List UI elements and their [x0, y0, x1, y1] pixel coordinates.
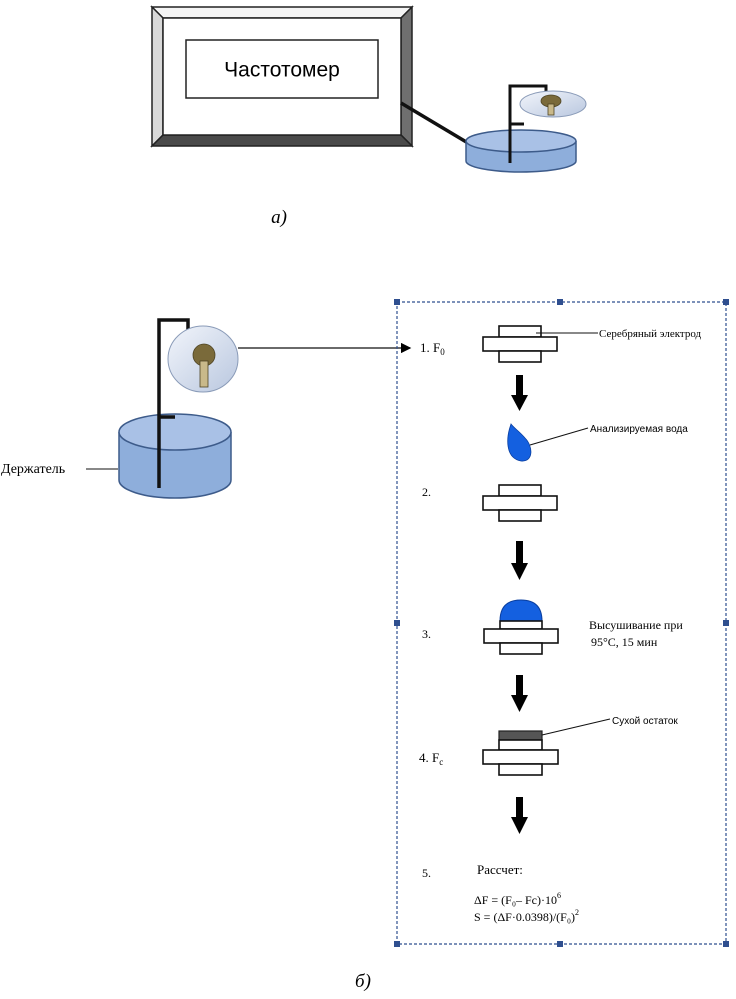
- holder-small: [466, 86, 586, 172]
- analyzed-water-label: Анализируемая вода: [590, 424, 688, 435]
- down-arrow-3: [511, 675, 528, 712]
- holder-label: Держатель: [1, 462, 65, 477]
- device-label: Частотомер: [224, 59, 340, 82]
- formula-line-2: S = (ΔF·0.0398)/(F₀)2: [474, 908, 579, 924]
- water-leader: [530, 428, 588, 445]
- dry-residue-layer: [499, 731, 542, 740]
- caption-a: а): [271, 207, 287, 228]
- step-4-label: 4. Fc: [419, 750, 443, 767]
- dry-residue-label: Сухой остаток: [612, 716, 678, 727]
- step-1-label: 1. F0: [420, 340, 445, 357]
- down-arrow-4: [511, 797, 528, 834]
- quartz-resonator-1: [483, 326, 557, 362]
- calculation-label: Рассчет:: [477, 862, 523, 877]
- quartz-resonator-3: [484, 600, 558, 654]
- formula-line-1: ΔF = (F₀– Fс)·106: [474, 891, 561, 907]
- step-2-label: 2.: [422, 485, 431, 499]
- quartz-resonator-4: [483, 731, 558, 775]
- quartz-resonator-2: [483, 485, 557, 521]
- drying-label-line2: 95°C, 15 мин: [591, 635, 658, 649]
- step-5-label: 5.: [422, 866, 431, 880]
- caption-b: б): [355, 971, 371, 992]
- down-arrow-2: [511, 541, 528, 580]
- dry-residue-leader: [542, 719, 610, 735]
- water-drop: [508, 424, 531, 461]
- drying-label-line1: Высушивание при: [589, 618, 683, 632]
- holder-large: [119, 320, 238, 498]
- step-3-label: 3.: [422, 627, 431, 641]
- drying-drop: [500, 600, 542, 621]
- frequency-meter: Частотомер: [152, 7, 412, 146]
- silver-electrode-label: Серебряный электрод: [599, 328, 702, 340]
- down-arrow-1: [511, 375, 528, 411]
